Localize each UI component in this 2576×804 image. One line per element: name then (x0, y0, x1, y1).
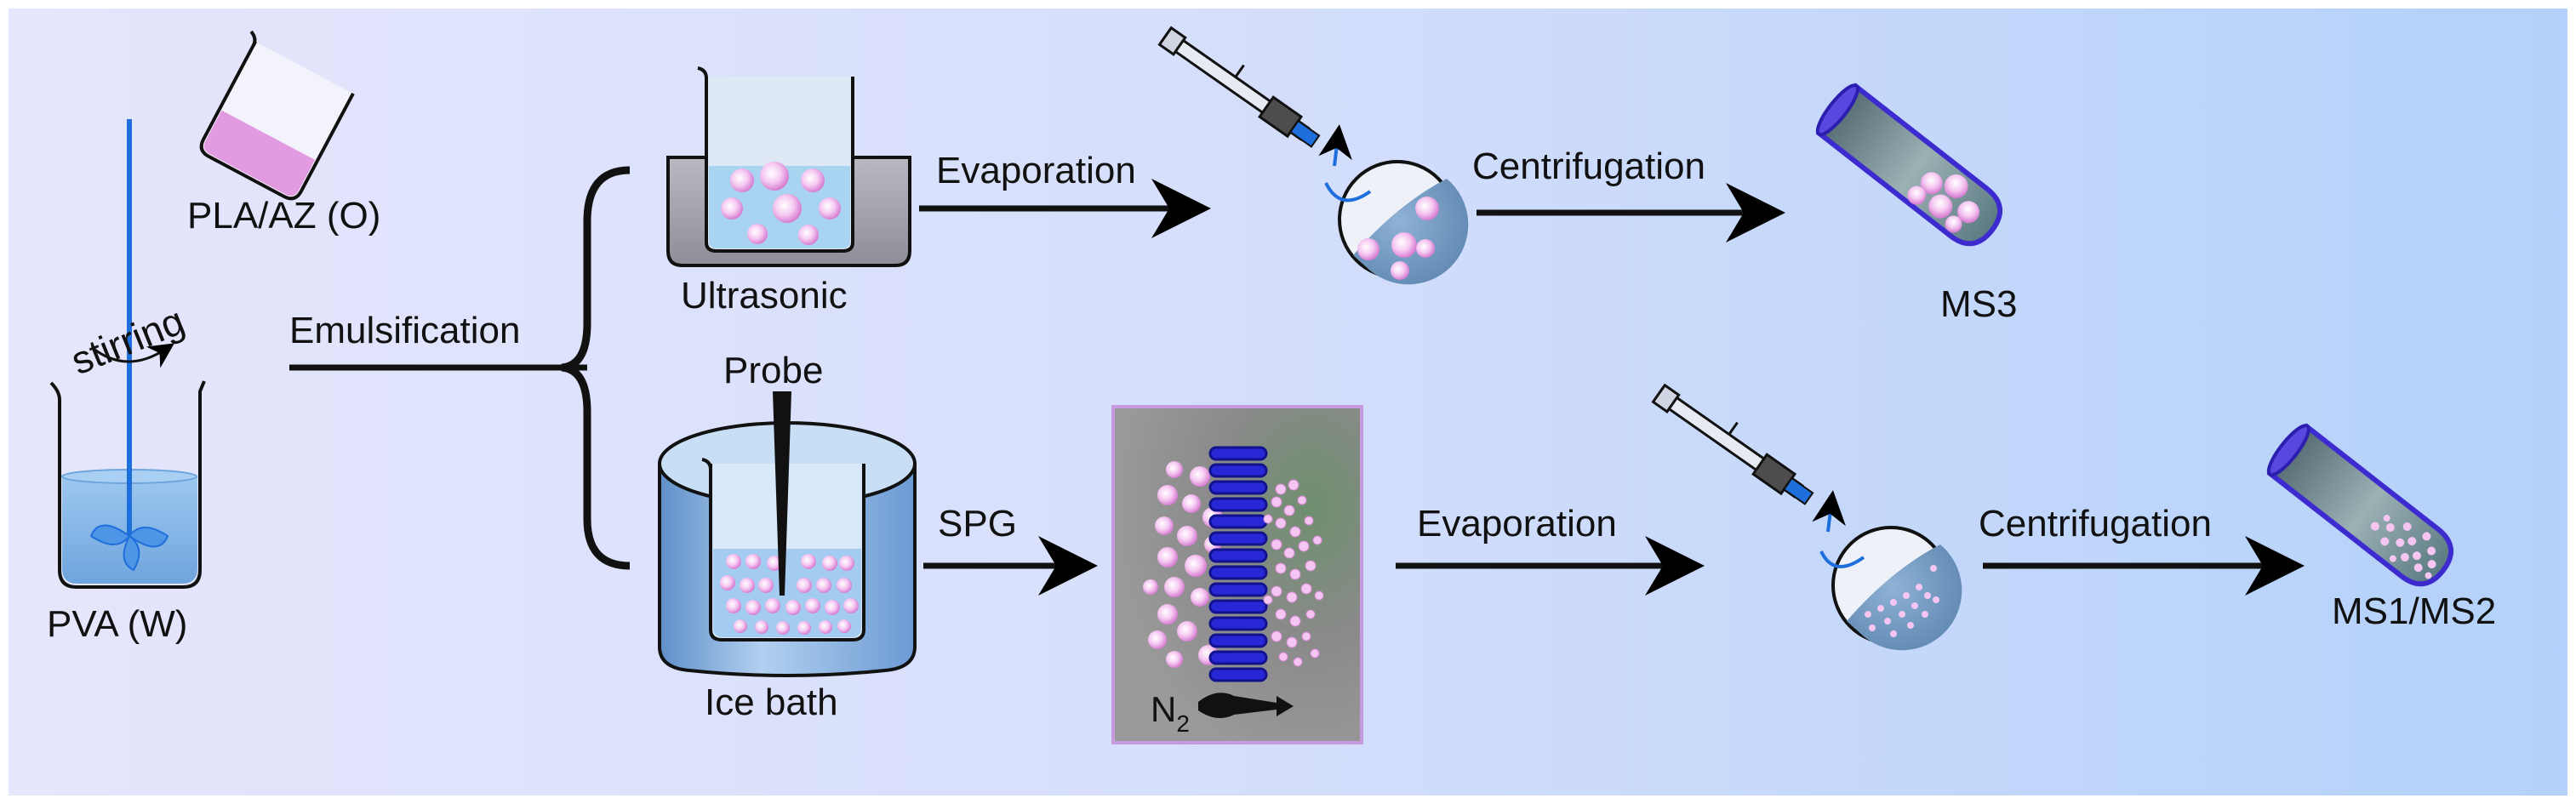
evaporation-top-label: Evaporation (936, 150, 1136, 191)
probe-icon (773, 391, 791, 596)
ultrasonic-bath-icon (666, 66, 911, 267)
spg-membrane-panel: N2 (1111, 405, 1363, 744)
probe-label: Probe (723, 350, 823, 391)
spg-membrane-icon (1208, 446, 1268, 682)
evaporation-bottom-label: Evaporation (1417, 503, 1617, 545)
rotary-flask-top-icon (1157, 26, 1469, 285)
pla-az-beaker-icon (199, 30, 355, 201)
test-tube-ms3-icon (1815, 83, 2002, 247)
stir-rod-icon (89, 119, 169, 572)
spg-label: SPG (938, 503, 1017, 545)
ice-bath-label: Ice bath (705, 681, 838, 723)
droplet-group-ultrasonic (721, 162, 841, 245)
rotation-arrow-icon (93, 343, 174, 368)
n2-label: N2 (1151, 689, 1190, 737)
ms3-label: MS3 (1940, 283, 2017, 325)
curly-brace (561, 166, 631, 570)
n2-flow-arrow-icon (1198, 693, 1294, 718)
centrifugation-bottom-label: Centrifugation (1979, 503, 2212, 545)
rotary-flask-bottom-icon (1651, 383, 1962, 651)
ms1-ms2-label: MS1/MS2 (2332, 590, 2496, 632)
pva-label: PVA (W) (47, 603, 187, 645)
test-tube-ms1-ms2-icon (2266, 423, 2453, 587)
droplet-group-ice-bath (720, 554, 859, 635)
ultrasonic-label: Ultrasonic (681, 275, 848, 316)
emulsification-label: Emulsification (289, 310, 520, 351)
small-droplets (1263, 479, 1324, 667)
pla-az-label: PLA/AZ (O) (187, 195, 380, 237)
centrifugation-top-label: Centrifugation (1472, 145, 1705, 187)
